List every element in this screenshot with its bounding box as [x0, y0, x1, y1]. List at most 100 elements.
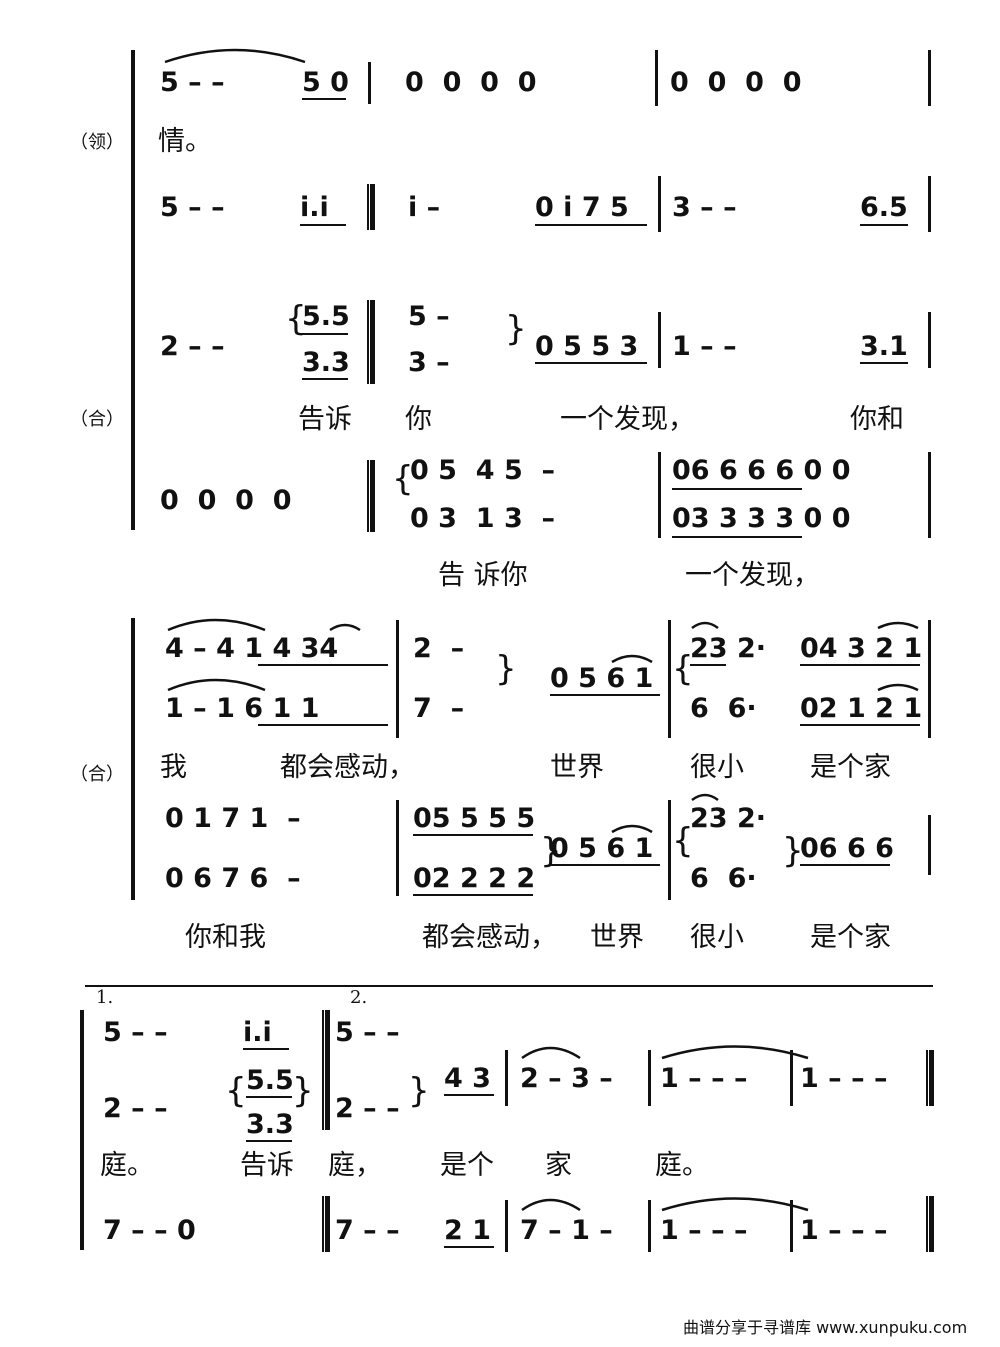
barline	[396, 800, 399, 896]
underline	[243, 1048, 289, 1050]
barline	[790, 1200, 793, 1252]
underline	[535, 224, 647, 226]
lower-note-group: 7 – – 0	[103, 1215, 196, 1246]
upper-note-group: 4 3	[444, 1063, 491, 1094]
underline	[535, 362, 647, 364]
middle-note-group: 5.5	[246, 1065, 294, 1096]
barline	[928, 176, 931, 232]
upper-note-group: 1 – – –	[660, 1063, 748, 1094]
svg-text:}: }	[408, 1071, 430, 1111]
underline	[550, 694, 660, 696]
chorus-lyric: 很小	[690, 752, 744, 783]
repeat-end-barline	[322, 1196, 330, 1252]
underline	[444, 1094, 494, 1096]
chorus-lyric: 我	[160, 752, 187, 783]
upper-note-group: 6 6·	[690, 693, 757, 724]
chorus-note-group: 6.5	[860, 192, 908, 223]
footer-credit: 曲谱分享于寻谱库 www.xunpuku.com	[683, 1318, 968, 1337]
lyric: 家	[545, 1150, 572, 1181]
svg-text:}: }	[782, 831, 804, 871]
chorus-note-group: 3 –	[408, 347, 450, 378]
lyric: 是个	[440, 1150, 494, 1181]
barline	[928, 312, 931, 368]
final-barline	[926, 1196, 934, 1252]
barline	[790, 1050, 793, 1106]
underline	[258, 724, 388, 726]
svg-text:{: {	[225, 1071, 247, 1111]
barline	[368, 62, 371, 104]
chorus-lyric: 你和	[850, 404, 904, 435]
chorus-note-group: 0 3 1 3 –	[410, 503, 556, 534]
system2-bracket	[131, 618, 135, 900]
underline	[246, 1096, 292, 1098]
system1-bracket	[131, 50, 135, 530]
svg-text:}: }	[495, 649, 517, 689]
upper-note-group: i.i	[243, 1017, 272, 1048]
lead-note-group: 5 0	[302, 67, 349, 98]
lyric: 庭。	[100, 1150, 154, 1181]
barline	[928, 620, 931, 738]
chorus-note-group: 2 – –	[160, 331, 234, 362]
underline	[860, 362, 908, 364]
lead-lyric: 情。	[158, 126, 212, 157]
chorus-lyric: 一个发现，	[560, 404, 695, 435]
middle-note-group: 2 – –	[335, 1093, 400, 1124]
underline	[300, 224, 346, 226]
svg-text:}: }	[540, 831, 562, 871]
underline	[302, 378, 348, 380]
barline	[928, 452, 931, 538]
chorus-lyric: 很小	[690, 922, 744, 953]
volta-1-label: 1.	[96, 987, 114, 1008]
lower-note-group: 1 – – –	[800, 1215, 888, 1246]
underline	[800, 864, 890, 866]
upper-note-group: 02 1 2 1	[800, 693, 923, 724]
chorus-lyric: 告 诉你	[438, 560, 528, 591]
svg-text:{: {	[672, 821, 694, 861]
chorus-note-group: 5 –	[408, 301, 450, 332]
chorus-note-group: 0 5 5 3	[535, 331, 639, 362]
chorus-note-group: 5 – –	[160, 192, 234, 223]
chorus-lyric: 是个家	[810, 752, 891, 783]
barline	[655, 50, 658, 106]
volta-2-label: 2.	[350, 987, 368, 1008]
upper-note-group: 5 – –	[103, 1017, 177, 1048]
chorus-lyric: 都会感动，	[422, 922, 557, 953]
underline	[800, 664, 920, 666]
barline	[505, 1200, 508, 1252]
upper-note-group: 4 – 4 1 4 34	[165, 633, 339, 664]
underline	[860, 224, 908, 226]
underline	[302, 333, 348, 335]
final-barline	[926, 1050, 934, 1106]
lead-note-group: 0 0 0 0	[670, 67, 802, 98]
lyric: 庭。	[655, 1150, 709, 1181]
barline	[658, 452, 661, 538]
chorus-note-group: 0 0 0 0	[160, 485, 292, 516]
lower-note-group: 7 – 1 –	[520, 1215, 613, 1246]
lower-note-group: 23 2·	[690, 803, 767, 834]
underline	[690, 664, 726, 666]
chorus-note-group: i –	[408, 192, 450, 223]
chorus-note-group: 3 – –	[672, 192, 746, 223]
upper-note-group: 7 –	[413, 693, 465, 724]
chorus-note-group: 1 – –	[672, 331, 746, 362]
barline	[658, 312, 661, 368]
underline	[246, 1140, 292, 1142]
repeat-start-barline	[367, 300, 375, 384]
lower-note-group: 02 2 2 2	[413, 863, 536, 894]
svg-text:}: }	[292, 1071, 314, 1111]
upper-note-group: 2 – 3 –	[520, 1063, 613, 1094]
upper-note-group: 1 – – –	[800, 1063, 888, 1094]
lyric: 告诉	[240, 1150, 294, 1181]
chorus-lyric: 告诉	[298, 404, 352, 435]
barline	[668, 620, 671, 738]
underline	[302, 98, 346, 100]
lower-note-group: 06 6 6	[800, 833, 894, 864]
chorus-note-group: 0 i 7 5	[535, 192, 629, 223]
barline	[928, 815, 931, 875]
repeat-start-barline	[367, 184, 375, 230]
lead-note-group: 0 0 0 0	[405, 67, 537, 98]
middle-note-group: 3.3	[246, 1109, 294, 1140]
barline	[648, 1050, 651, 1106]
barline	[648, 1200, 651, 1252]
